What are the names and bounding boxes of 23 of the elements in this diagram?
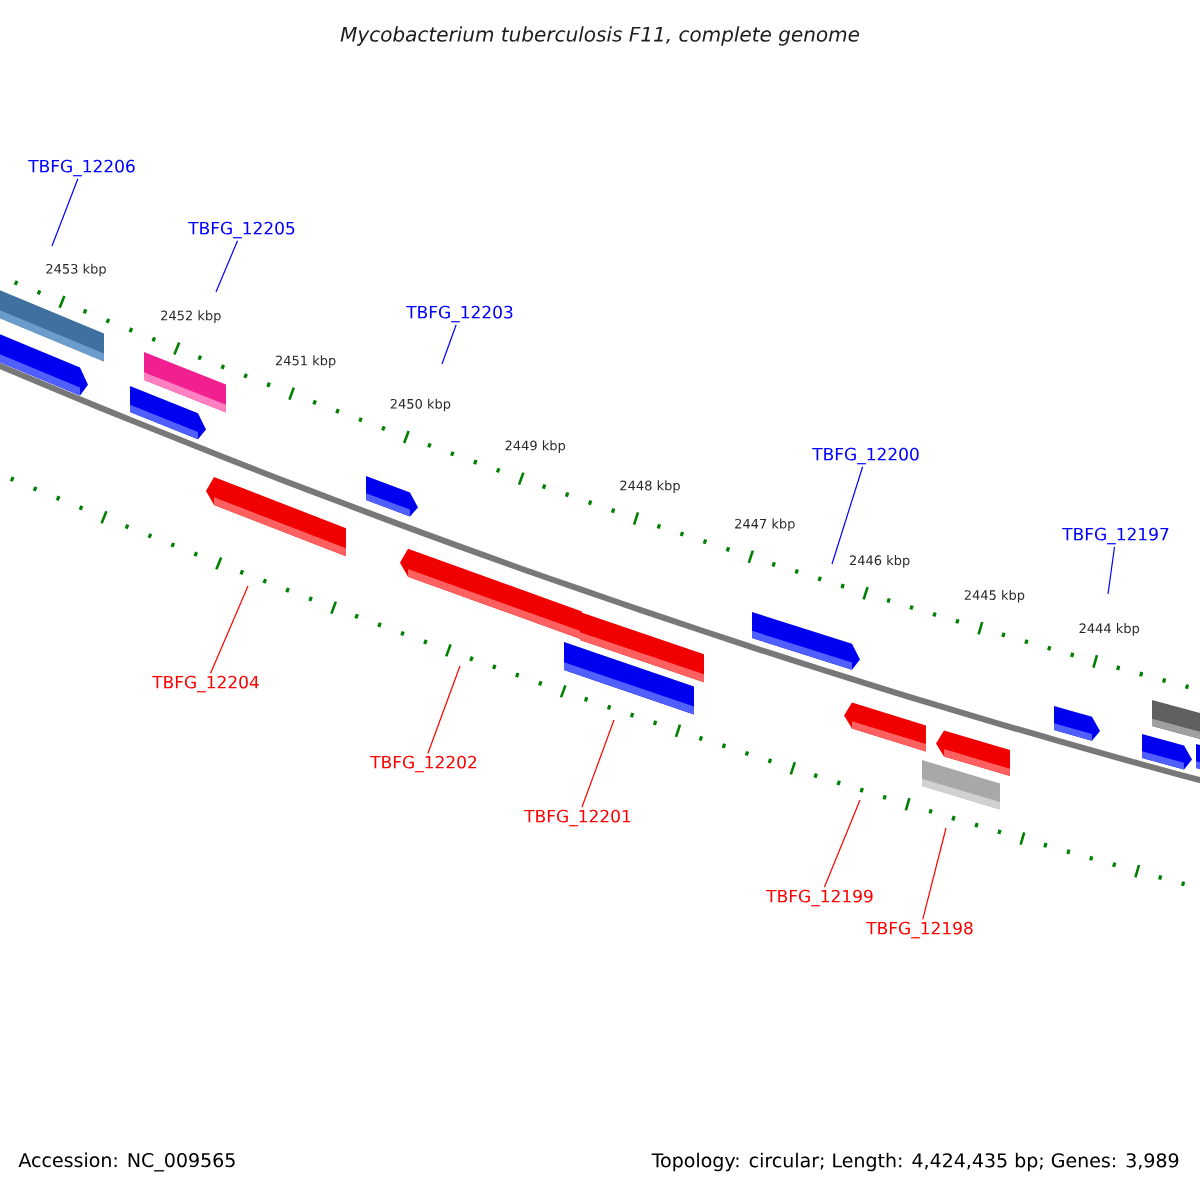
- gene-label: TBFG_12201: [524, 809, 631, 827]
- gene-label: TBFG_12198: [866, 921, 973, 939]
- gene-label: TBFG_12206: [28, 159, 135, 177]
- leader-line: [51, 178, 79, 247]
- footer-text: Accession: NC_009565: [18, 1152, 235, 1172]
- leader-line: [581, 719, 615, 808]
- gene-label: TBFG_12199: [766, 889, 873, 907]
- leader-line: [922, 827, 947, 920]
- leader-line: [215, 240, 239, 293]
- leader-line: [441, 324, 457, 365]
- gene-label: TBFG_12203: [406, 305, 513, 323]
- gene-label: TBFG_12204: [152, 675, 259, 693]
- leader-line: [1107, 546, 1116, 595]
- leader-line: [210, 585, 249, 674]
- leader-line: [823, 799, 861, 888]
- gene-label: TBFG_12205: [188, 221, 295, 239]
- footer-text: Topology: circular; Length: 4,424,435 bp; Genes: 3,989: [651, 1152, 1179, 1172]
- gene-label: TBFG_12202: [370, 755, 477, 773]
- leader-line: [831, 466, 864, 565]
- leader-line: [427, 665, 461, 754]
- gene-label: TBFG_12200: [812, 447, 919, 465]
- gene-label: TBFG_12197: [1062, 527, 1169, 545]
- title: Mycobacterium tuberculosis F11, complete genome: [340, 26, 860, 46]
